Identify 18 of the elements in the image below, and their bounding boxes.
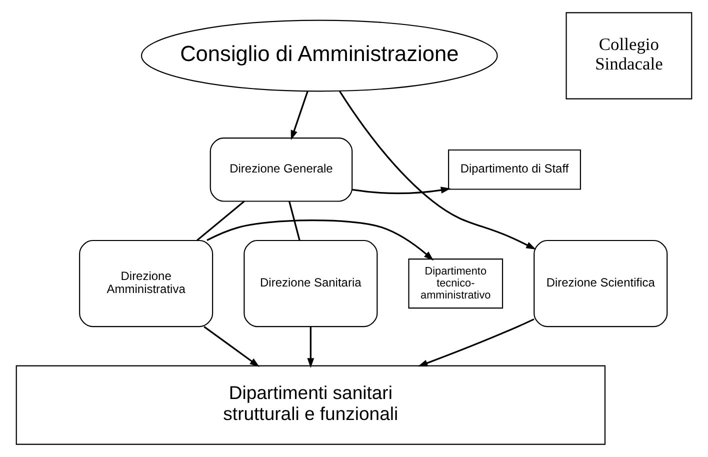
arrow bbox=[307, 326, 314, 368]
arrow bbox=[352, 186, 451, 194]
node-box: Direzione Sanitaria bbox=[244, 240, 378, 328]
node-box: Dipartimenti sanitari strutturali e funzionali bbox=[16, 365, 606, 445]
node-box: Collegio Sindacale bbox=[566, 12, 692, 100]
arrow bbox=[206, 220, 434, 261]
node-box: Dipartimento tecnico- amministrativo bbox=[408, 258, 504, 309]
arrow bbox=[290, 91, 308, 140]
node-box: Dipartimento di Staff bbox=[448, 149, 581, 190]
node-box: Direzione Generale bbox=[210, 137, 353, 202]
connector bbox=[288, 201, 300, 240]
node-ellipse: Consiglio di Amministrazione bbox=[140, 20, 498, 92]
node-box: Direzione Scientifica bbox=[534, 240, 668, 328]
connector bbox=[196, 200, 245, 241]
arrow bbox=[338, 90, 536, 250]
arrow bbox=[418, 318, 534, 367]
arrow bbox=[204, 326, 260, 367]
node-box: Direzione Amministrativa bbox=[79, 240, 214, 328]
